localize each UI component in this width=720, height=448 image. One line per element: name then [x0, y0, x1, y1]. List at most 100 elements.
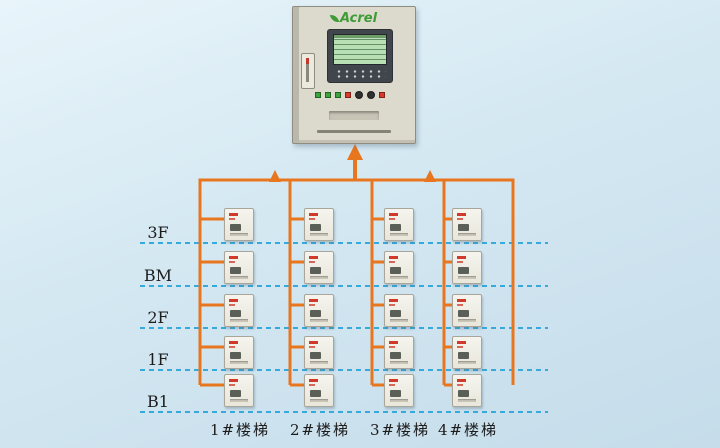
monitor-device [452, 294, 482, 327]
status-led [379, 92, 385, 98]
device-terminal-slot [310, 319, 328, 322]
device-brand-mark [389, 213, 398, 216]
device-brand-mark [389, 304, 395, 306]
device-terminal-slot [230, 233, 248, 236]
device-terminal-slot [230, 361, 248, 364]
floor-label-2f: 2F [147, 308, 169, 327]
device-terminal-slot [230, 319, 248, 322]
cabinet-screen [327, 29, 393, 83]
up-arrow-icon [347, 144, 363, 160]
monitor-device [384, 251, 414, 284]
device-display [390, 390, 401, 397]
device-brand-mark [457, 256, 466, 259]
monitor-device [384, 294, 414, 327]
device-brand-mark [229, 261, 235, 263]
device-display [310, 390, 321, 397]
device-brand-mark [389, 218, 395, 220]
device-display [310, 310, 321, 317]
monitor-device [452, 336, 482, 369]
device-display [310, 267, 321, 274]
device-brand-mark [229, 304, 235, 306]
device-display [390, 224, 401, 231]
device-terminal-slot [458, 276, 476, 279]
monitor-device [224, 208, 254, 241]
floor-divider-lines [140, 242, 548, 413]
device-display [390, 310, 401, 317]
column-label-staircase-1: 1#楼梯 [209, 421, 271, 439]
device-brand-mark [309, 218, 315, 220]
acrel-logo: Acrel [293, 11, 415, 26]
monitor-device [304, 336, 334, 369]
cabinet-led-row [315, 91, 385, 99]
floor-label-bm: BM [143, 266, 173, 285]
column-label-staircase-2: 2#楼梯 [289, 421, 351, 439]
floor-label-b1: B1 [147, 392, 169, 411]
device-display [230, 267, 241, 274]
up-arrow-icon [269, 170, 281, 182]
device-terminal-slot [310, 233, 328, 236]
device-brand-mark [309, 346, 315, 348]
monitor-device [224, 294, 254, 327]
device-brand-mark [389, 346, 395, 348]
monitor-device [384, 208, 414, 241]
monitor-device [224, 251, 254, 284]
status-led [335, 92, 341, 98]
status-led [355, 91, 363, 99]
flow-arrows [269, 170, 436, 182]
device-brand-mark [309, 261, 315, 263]
cabinet-lcd-display [333, 34, 387, 65]
status-led [315, 92, 321, 98]
monitor-device [452, 374, 482, 407]
device-brand-mark [457, 384, 463, 386]
device-brand-mark [309, 304, 315, 306]
device-brand-mark [457, 379, 466, 382]
device-display [230, 390, 241, 397]
device-brand-mark [229, 379, 238, 382]
device-brand-mark [457, 261, 463, 263]
device-display [458, 310, 469, 317]
status-led [325, 92, 331, 98]
floor-label-3f: 3F [147, 223, 169, 242]
column-label-staircase-4: 4#楼梯 [437, 421, 499, 439]
monitor-device [224, 374, 254, 407]
device-display [310, 352, 321, 359]
monitor-device [384, 336, 414, 369]
device-brand-mark [389, 261, 395, 263]
monitor-device [384, 374, 414, 407]
device-display [458, 390, 469, 397]
device-display [458, 352, 469, 359]
up-arrow-icon [424, 170, 436, 182]
monitor-device [304, 294, 334, 327]
device-terminal-slot [458, 233, 476, 236]
device-terminal-slot [230, 276, 248, 279]
status-led [345, 92, 351, 98]
device-terminal-slot [390, 361, 408, 364]
device-brand-mark [389, 256, 398, 259]
status-led [367, 91, 375, 99]
device-terminal-slot [310, 361, 328, 364]
device-display [390, 352, 401, 359]
device-brand-mark [457, 346, 463, 348]
device-terminal-slot [390, 233, 408, 236]
device-brand-mark [457, 299, 466, 302]
device-display [458, 224, 469, 231]
device-terminal-slot [390, 276, 408, 279]
cabinet-gauge [301, 53, 315, 89]
monitor-device [304, 208, 334, 241]
device-terminal-slot [390, 399, 408, 402]
device-brand-mark [309, 213, 318, 216]
device-terminal-slot [310, 399, 328, 402]
device-brand-mark [389, 341, 398, 344]
cabinet-vent [329, 111, 379, 120]
device-brand-mark [457, 218, 463, 220]
column-label-staircase-3: 3#楼梯 [369, 421, 431, 439]
device-brand-mark [229, 299, 238, 302]
device-brand-mark [229, 256, 238, 259]
floor-label-1f: 1F [147, 350, 169, 369]
device-display [230, 310, 241, 317]
device-brand-mark [229, 218, 235, 220]
monitor-device [304, 251, 334, 284]
device-brand-mark [309, 379, 318, 382]
